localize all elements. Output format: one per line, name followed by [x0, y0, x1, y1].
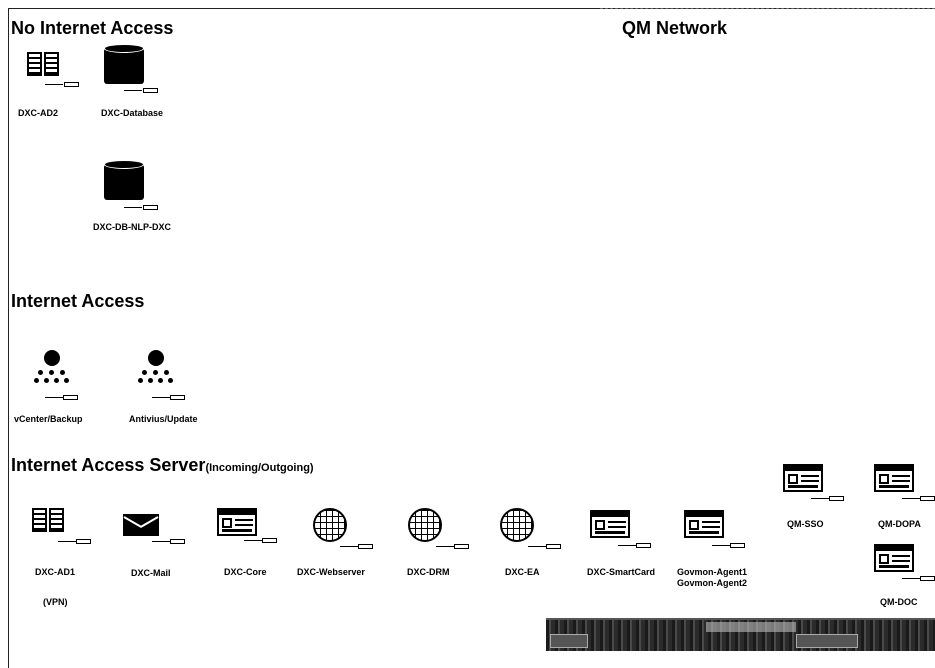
network-hub-icon: [34, 350, 70, 384]
globe-icon: [500, 508, 534, 542]
node-label: Govmon-Agent2: [677, 578, 748, 588]
node-label: DXC-Mail: [131, 568, 171, 578]
node-label: DXC-Core: [224, 567, 267, 577]
server-card-icon: [874, 464, 914, 492]
server-card-icon: [684, 510, 724, 538]
node-label: QM-DOC: [880, 597, 918, 607]
node-label: DXC-Database: [101, 108, 164, 118]
node-label: DXC-Webserver: [297, 567, 365, 577]
node-label: vCenter/Backup: [14, 414, 83, 424]
node-label: DXC-AD2: [18, 108, 59, 118]
node-label: Antivius/Update: [129, 414, 198, 424]
internet-server-heading: Internet Access Server(Incoming/Outgoing…: [11, 455, 314, 476]
qm-network-heading: QM Network: [622, 18, 728, 38]
mail-envelope-icon: [123, 514, 159, 536]
server-card-icon: [590, 510, 630, 538]
server-card-icon: [783, 464, 823, 492]
node-label: QM-SSO: [787, 519, 824, 529]
taskbar: [546, 618, 935, 651]
directory-book-icon: [27, 52, 61, 78]
server-card-icon: [217, 508, 257, 536]
top-edge-line: [600, 8, 935, 9]
node-label: DXC-SmartCard: [587, 567, 656, 577]
internet-server-title: Internet Access Server: [11, 455, 206, 475]
diagram-frame: [8, 8, 935, 668]
node-label: DXC-DB-NLP-DXC: [93, 222, 171, 232]
node-label: Govmon-Agent1: [677, 567, 748, 577]
node-label: QM-DOPA: [878, 519, 921, 529]
globe-icon: [313, 508, 347, 542]
node-label: DXC-AD1: [35, 567, 76, 577]
internet-heading: Internet Access: [11, 291, 145, 311]
database-icon: [104, 160, 144, 202]
server-card-icon: [874, 544, 914, 572]
network-hub-icon: [138, 350, 174, 384]
no-internet-heading: No Internet Access: [11, 18, 174, 38]
node-sublabel: (VPN): [43, 597, 68, 607]
node-label: DXC-EA: [505, 567, 540, 577]
node-label: DXC-DRM: [407, 567, 450, 577]
globe-icon: [408, 508, 442, 542]
internet-server-subtitle: (Incoming/Outgoing): [205, 462, 314, 474]
database-icon: [104, 44, 144, 86]
directory-book-icon: [32, 508, 66, 534]
